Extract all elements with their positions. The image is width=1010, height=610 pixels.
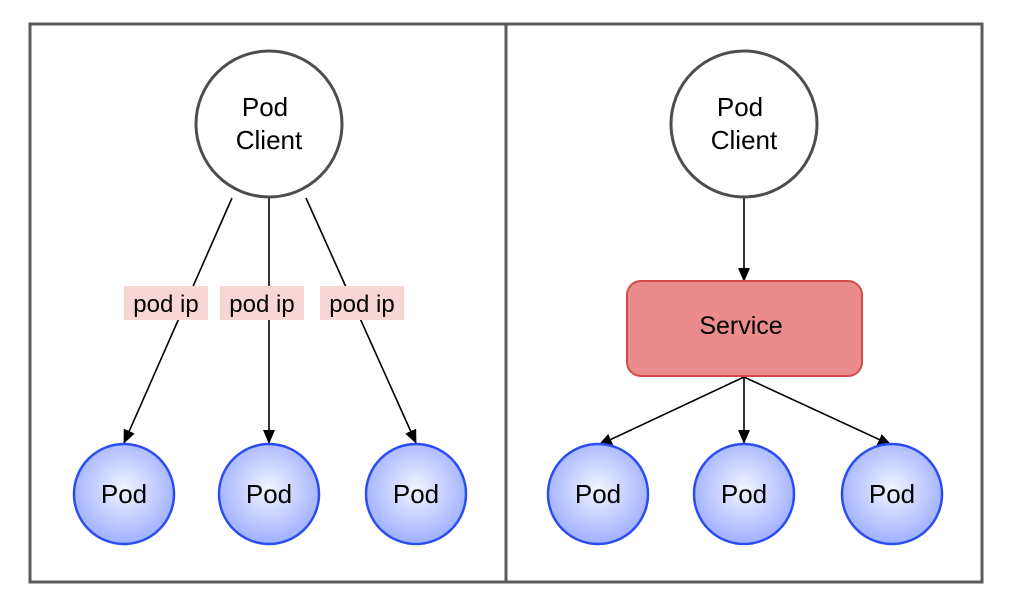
- client-label-line1: Pod: [717, 92, 763, 122]
- pod-node-1: Pod: [546, 442, 650, 546]
- right-panel-border: [504, 22, 984, 584]
- edge-label-pod-ip-1: pod ip: [124, 286, 208, 320]
- pod-client-node: Pod Client: [194, 49, 344, 199]
- pod-label: Pod: [721, 479, 767, 509]
- right-panel: Pod Client Service Pod Pod Pod: [504, 22, 984, 584]
- edge-label-text: pod ip: [329, 291, 394, 318]
- pod-node-1: Pod: [72, 442, 176, 546]
- service-label: Service: [699, 312, 782, 340]
- client-label-line2: Client: [711, 125, 778, 155]
- arrow-client-to-pod-3: [305, 197, 417, 444]
- service-node: Service: [626, 280, 863, 377]
- pod-label: Pod: [101, 479, 147, 509]
- pod-label: Pod: [869, 479, 915, 509]
- pod-node-3: Pod: [364, 442, 468, 546]
- edge-label-text: pod ip: [133, 291, 198, 318]
- pod-client-node: Pod Client: [669, 49, 819, 199]
- client-label-line1: Pod: [242, 92, 288, 122]
- edge-label-pod-ip-3: pod ip: [320, 286, 404, 320]
- pod-label: Pod: [575, 479, 621, 509]
- edge-label-text: pod ip: [229, 291, 294, 318]
- pod-node-2: Pod: [217, 442, 321, 546]
- arrow-service-to-pod-3: [743, 376, 892, 446]
- client-label-line2: Client: [236, 125, 303, 155]
- arrow-service-to-pod-1: [598, 376, 745, 446]
- left-panel: pod ip pod ip pod ip Pod Client Pod Pod …: [28, 22, 508, 584]
- pod-label: Pod: [246, 479, 292, 509]
- arrow-client-to-pod-1: [123, 197, 233, 444]
- pod-node-3: Pod: [840, 442, 944, 546]
- edge-label-pod-ip-2: pod ip: [220, 286, 304, 320]
- pod-node-2: Pod: [692, 442, 796, 546]
- pod-label: Pod: [393, 479, 439, 509]
